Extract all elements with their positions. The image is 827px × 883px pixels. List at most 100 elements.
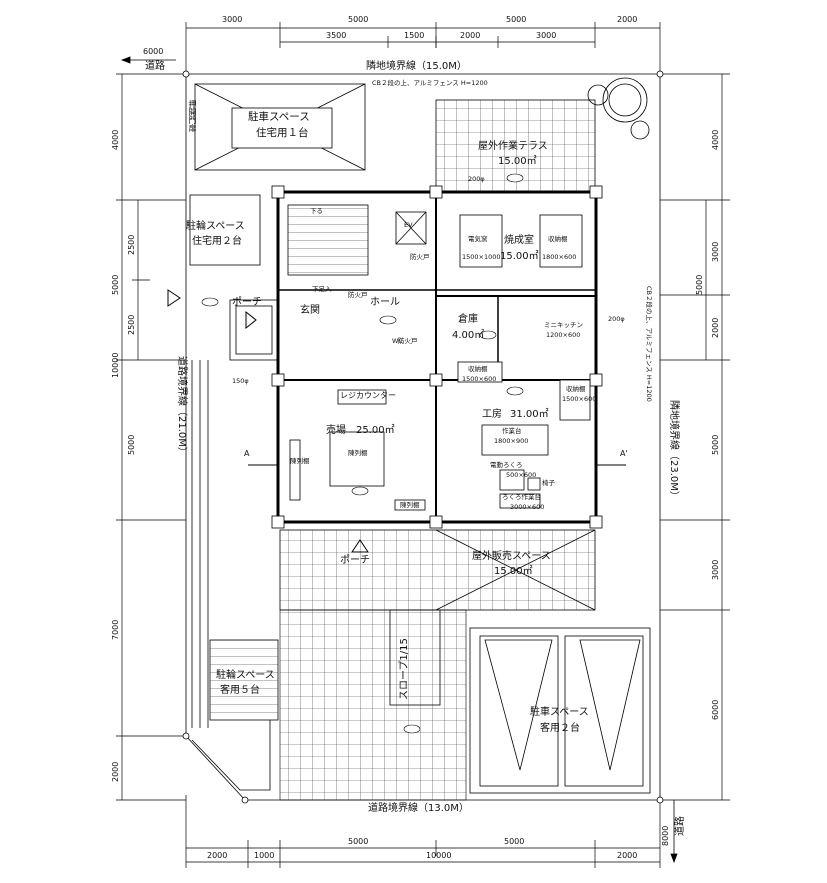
road-top-width: 6000: [143, 47, 164, 56]
porch-label-2: ポーチ: [340, 555, 370, 566]
bike-guest-sub: 客用５台: [220, 685, 260, 696]
wheel-table-label: ろくろ作業台: [502, 493, 541, 501]
right-dim-4: 5000: [711, 434, 720, 455]
chair-label: 椅子: [542, 479, 555, 487]
shop-wc-label: WC: [392, 337, 403, 345]
bottom-dim-6: 2000: [617, 851, 638, 860]
columns: [271, 185, 603, 529]
shop-area: 25.00㎡: [356, 425, 395, 436]
top-dim-8: 3000: [536, 31, 557, 40]
display-2-label: 陳列棚: [348, 449, 368, 457]
top-dim-4: 2000: [617, 15, 638, 24]
sales-tiles: [279, 529, 596, 611]
left-dim-6: 2500: [127, 234, 136, 255]
fuse-label-2: 防火戸: [348, 291, 368, 299]
sales-outdoor-label: 屋外販売スペース: [472, 551, 551, 562]
dimension-lines: [116, 22, 730, 868]
terrace-area: 15.00㎡: [498, 156, 537, 167]
pipe-2-label: 200φ: [608, 315, 625, 323]
mini-kitchen-label: ミニキッチン: [544, 321, 583, 329]
entrance-label: 玄関: [300, 305, 320, 316]
fence-note-right: CB２段の上、アルミフェンス H=1200: [645, 286, 653, 402]
parking-guest-label: 駐車スペース: [530, 707, 589, 718]
left-dim-3: 10000: [111, 352, 120, 378]
section-markers: [167, 289, 626, 553]
parking-guest-sub: 客用２台: [540, 723, 580, 734]
shelf-1-size: 1800×600: [542, 253, 577, 261]
hall-label: ホール: [370, 297, 400, 308]
left-dim-1: 4000: [111, 129, 120, 150]
right-dim-7: 5000: [695, 274, 704, 295]
furniture: [289, 214, 591, 511]
workshop-label: 工房: [482, 409, 502, 420]
wheel-table-size: 3000×600: [510, 503, 545, 511]
bottom-dim-1: 5000: [348, 837, 369, 846]
bike-guest-label: 駐輪スペース: [216, 670, 275, 681]
elec-kiln-label: 電気窯: [468, 235, 488, 243]
fence-note-top: CB２段の上、アルミフェンス H=1200: [372, 79, 488, 87]
register-label: レジカウンター: [340, 391, 396, 400]
parking-top-label: 駐車スペース: [248, 111, 310, 123]
pipe-3-label: 150φ: [232, 377, 249, 385]
parking-top-sub: 住宅用１台: [256, 127, 309, 139]
right-dim-5: 3000: [711, 559, 720, 580]
road-bottom-name: 道路: [675, 816, 686, 836]
display-1-label: 陳列棚: [290, 457, 310, 465]
right-dim-2: 3000: [711, 241, 720, 262]
boundary-posts: [182, 70, 664, 804]
top-dim-6: 1500: [404, 31, 425, 40]
boundary-right: 隣地境界線（23.0M）: [668, 400, 679, 501]
porch-label: ポーチ: [232, 297, 262, 308]
shelf-1-label: 収納棚: [548, 235, 568, 243]
slope-ramp: [389, 609, 441, 706]
right-dim-1: 4000: [711, 129, 720, 150]
right-dim-3: 2000: [711, 317, 720, 338]
workshop-area: 31.00㎡: [510, 409, 549, 420]
boundary-top: 隣地境界線（15.0M）: [366, 61, 467, 72]
mini-kitchen-size: 1200×600: [546, 331, 581, 339]
section-a-left: A: [244, 449, 250, 458]
pipe-1-label: 200φ: [468, 175, 485, 183]
left-dim-5: 2000: [111, 761, 120, 782]
bottom-dim-4: 1000: [254, 851, 275, 860]
bike-boxes: [189, 194, 279, 791]
stairs-label: 下る: [310, 207, 323, 215]
fuse-label-3: 防火戸: [398, 337, 418, 345]
left-dim-4: 7000: [111, 619, 120, 640]
sales-cross: [435, 529, 596, 611]
top-dim-5: 3500: [326, 31, 347, 40]
section-a-right: A': [620, 449, 628, 458]
work-table-label: 作業台: [502, 427, 522, 435]
fuse-label-1: 防火戸: [410, 253, 430, 261]
left-dim-8: 5000: [127, 434, 136, 455]
elec-kiln-size: 1500×1000: [462, 253, 501, 261]
right-dim-6: 6000: [711, 699, 720, 720]
shelf-3-label: 収納棚: [566, 385, 586, 393]
trees: [587, 77, 650, 140]
slope-label: スロープ1/15: [399, 638, 410, 700]
storage-label: 倉庫: [458, 314, 478, 325]
ev-label: EV: [404, 221, 413, 229]
wheel-size: 500×600: [506, 471, 537, 479]
shop-label: 売場: [326, 425, 346, 436]
work-table-size: 1800×900: [494, 437, 529, 445]
storage-area: 4.00㎡: [452, 330, 485, 341]
road-bottom-width: 8000: [661, 825, 670, 846]
stair-hatch: [287, 204, 369, 276]
terrace-label: 屋外作業テラス: [478, 141, 548, 152]
shelf-3-size: 1500×600: [562, 395, 597, 403]
entry-steps: [229, 299, 279, 361]
kiln-label: 焼成室: [504, 235, 534, 246]
parking-guest-boxes: [469, 627, 651, 794]
sales-outdoor-area: 15.00㎡: [494, 566, 533, 577]
bike-label: 駐輪スペース: [186, 221, 245, 232]
ev-shaft: [395, 211, 427, 245]
bottom-dim-3: 2000: [207, 851, 228, 860]
boundary-bottom: 道路境界線（13.0M）: [368, 803, 469, 814]
shoe-label: 下足入: [312, 285, 332, 293]
shelf-2-label: 収納棚: [468, 365, 488, 373]
top-dim-7: 2000: [460, 31, 481, 40]
wheel-label: 電動ろくろ: [490, 461, 523, 469]
